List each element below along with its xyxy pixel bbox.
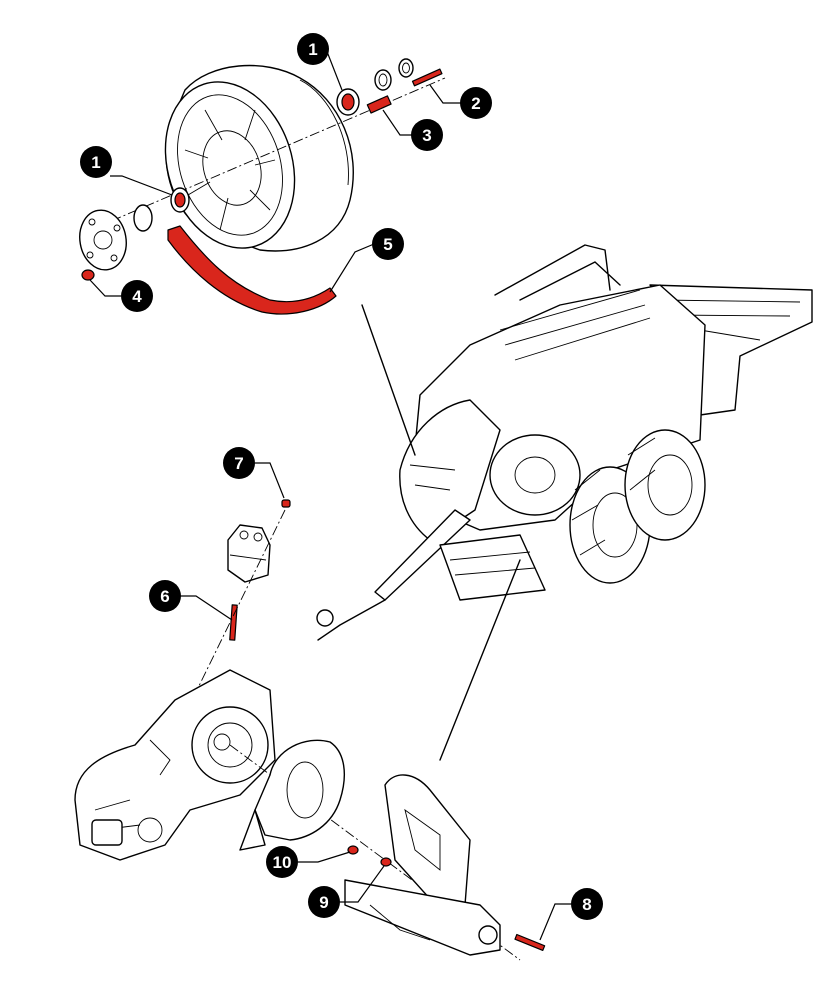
tube-arm [344,879,501,956]
callout-3: 3 [411,119,443,151]
callout-6: 6 [149,580,181,612]
gearbox [74,669,276,861]
hub-flange [79,209,127,271]
svg-text:6: 6 [160,587,169,606]
nut-7-shape [281,499,291,508]
callout-1a: 1 [297,33,329,65]
callout-9: 9 [308,886,340,918]
leaf-spring-5-shape [167,225,337,315]
svg-text:9: 9 [319,893,328,912]
cam-plate [239,739,345,851]
washers-right [374,58,414,91]
svg-text:3: 3 [422,126,431,145]
yoke-coupler [227,524,271,583]
bearing-left [170,187,190,213]
bolt-8-shape [514,933,546,952]
svg-text:5: 5 [383,235,392,254]
callout-4: 4 [121,280,153,312]
washer-10-shape [347,845,359,855]
bolt-2-shape [411,68,443,87]
bearing-right [336,88,360,116]
callout-7: 7 [223,447,255,479]
bolt-6-shape [229,604,238,641]
nut-4-shape [81,269,95,281]
svg-text:1: 1 [308,40,317,59]
baler-machine [316,244,813,641]
callout-1b: 1 [80,146,112,178]
washer-9-shape [380,857,392,867]
sleeve-3-shape [366,95,392,114]
wheel-drum [164,64,354,252]
svg-text:1: 1 [91,153,100,172]
callout-10: 10 [266,846,298,878]
axis-line-top [94,77,446,229]
callout-5: 5 [372,228,404,260]
washer-left [133,204,153,232]
callout-2: 2 [460,87,492,119]
pointer-line-upper [361,304,416,456]
svg-text:8: 8 [582,895,591,914]
svg-text:4: 4 [132,287,142,306]
svg-text:2: 2 [471,94,480,113]
callout-8: 8 [571,888,603,920]
axis-line-lower-1 [174,509,286,736]
svg-text:10: 10 [273,853,292,872]
pointer-line-lower [439,559,521,761]
svg-text:7: 7 [234,454,243,473]
leader-lines [89,48,571,941]
